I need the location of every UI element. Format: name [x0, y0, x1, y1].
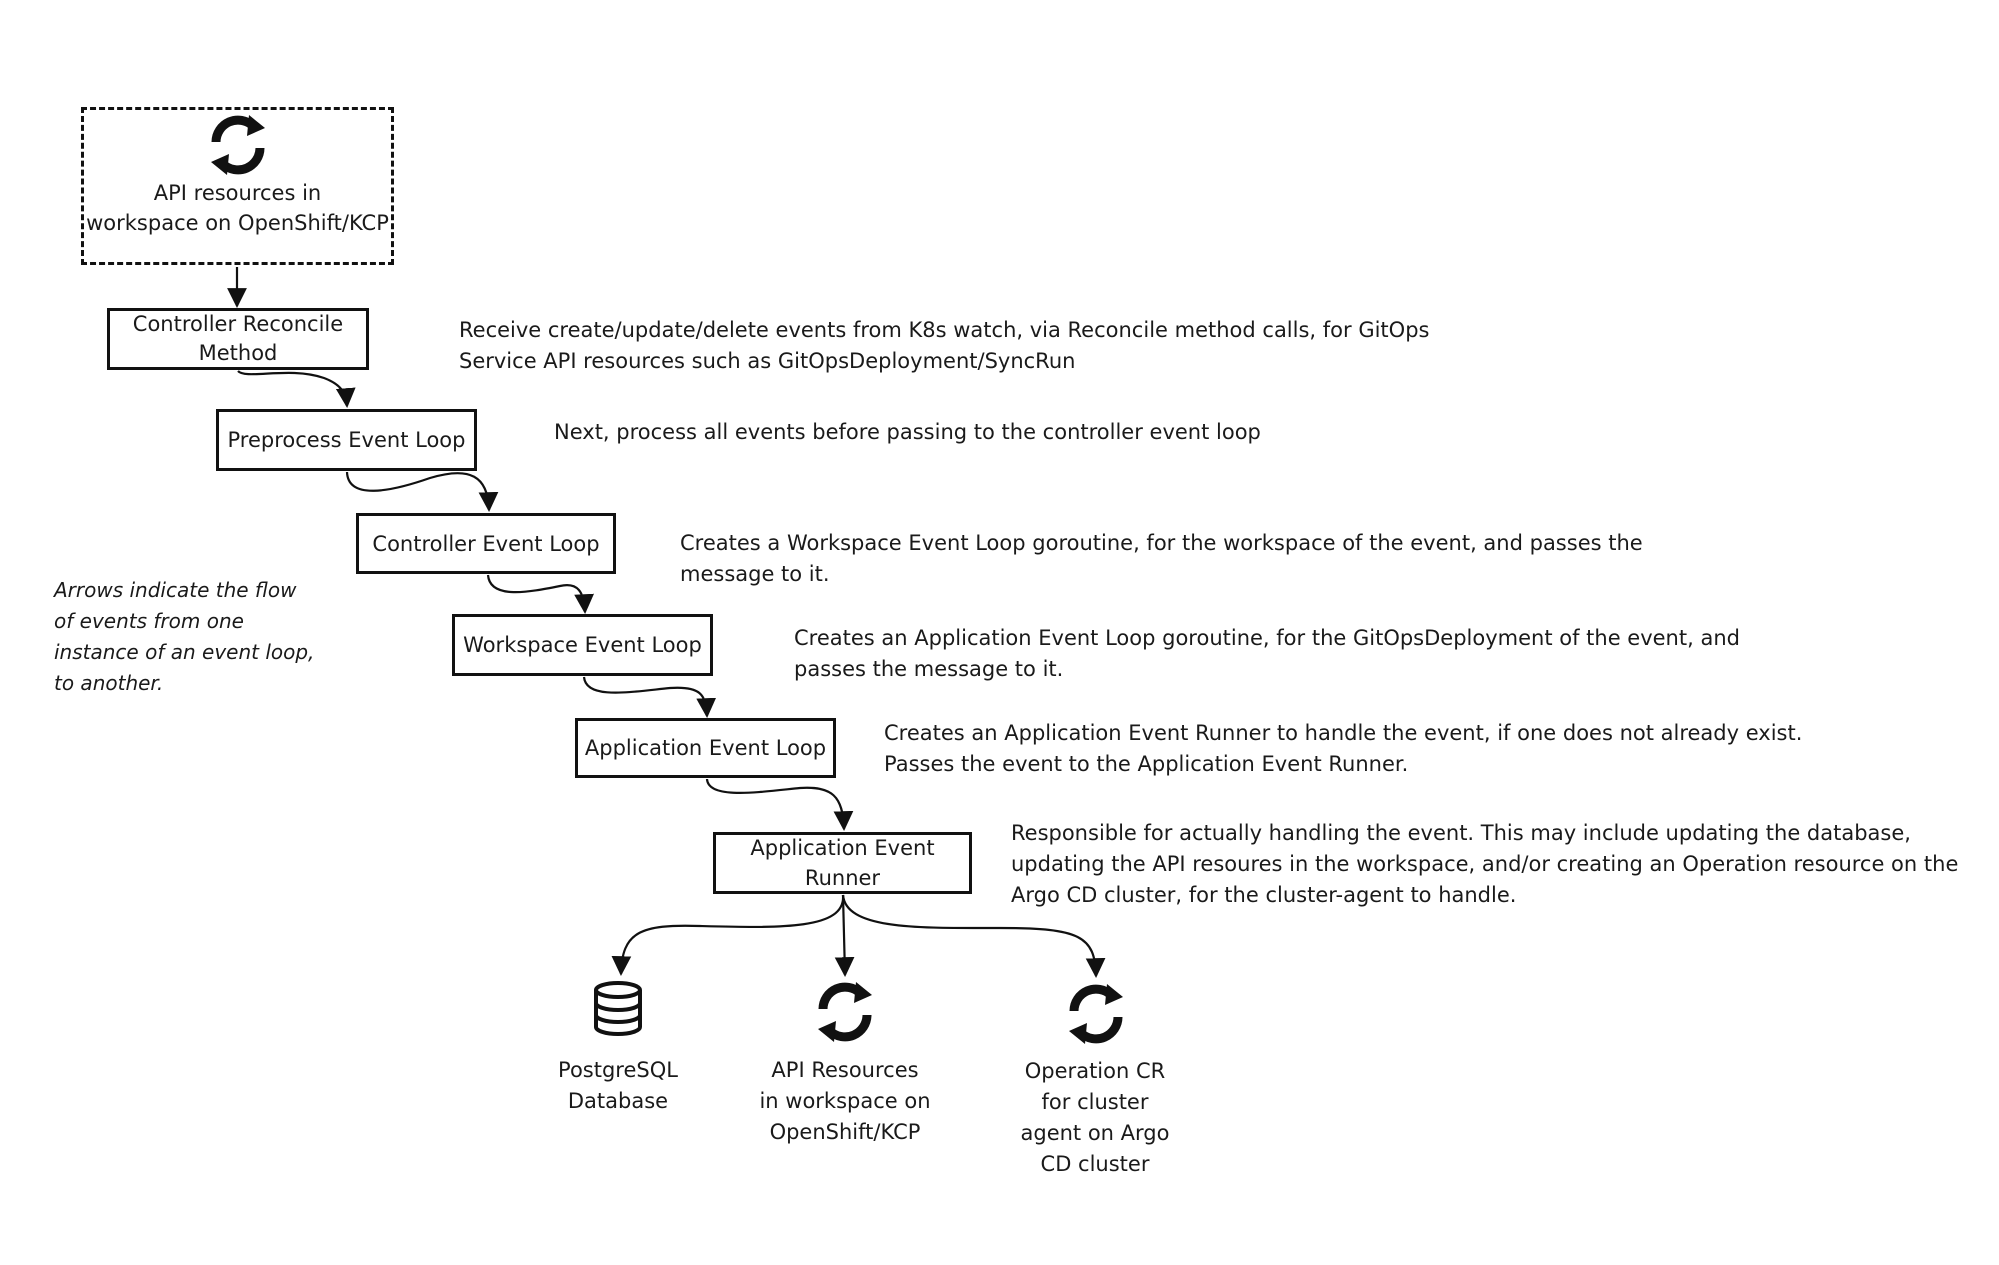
arrow-controller-to-workspace: [486, 574, 594, 614]
output-label-database: PostgreSQL Database: [558, 1058, 678, 1113]
arrow-runner-to-api-resources: [834, 894, 855, 977]
application-event-loop-label: Application Event Loop: [584, 736, 827, 760]
arrow-runner-to-operation-cr: [841, 894, 1106, 978]
desc-controller-reconcile: Receive create/update/delete events from…: [459, 318, 1430, 373]
sync-icon: [818, 982, 872, 1042]
desc-preprocess: Next, process all events before passing …: [554, 420, 1261, 444]
application-event-loop-node: Application Event Loop: [575, 718, 836, 778]
arrow-apploop-to-runner: [705, 778, 854, 831]
preprocess-label: Preprocess Event Loop: [227, 428, 466, 452]
workspace-event-loop-node: Workspace Event Loop: [452, 614, 713, 676]
controller-event-loop-label: Controller Event Loop: [372, 531, 600, 556]
controller-reconcile-method-node: Controller Reconcile Method: [107, 308, 369, 370]
source-label: API resources in workspace on OpenShift/…: [86, 181, 389, 235]
preprocess-event-loop-node: Preprocess Event Loop: [216, 409, 477, 471]
arrow-workspace-to-appl-loop: [582, 676, 717, 718]
legend-note: Arrows indicate the flow of events from …: [54, 578, 315, 695]
arrow-reconcile-to-preprocess: [237, 370, 356, 408]
output-label-operation-cr: Operation CR for cluster agent on Argo C…: [1020, 1059, 1170, 1176]
application-event-runner-node: Application Event Runner: [713, 832, 972, 894]
arrow-runner-to-database: [611, 894, 845, 976]
controller-event-loop-node: Controller Event Loop: [356, 513, 616, 574]
sync-icon: [210, 115, 265, 175]
desc-controller-event-loop: Creates a Workspace Event Loop goroutine…: [680, 531, 1643, 586]
workspace-event-loop-label: Workspace Event Loop: [463, 633, 702, 657]
application-event-runner-label: Application Event Runner: [750, 836, 935, 890]
sync-icon: [1069, 984, 1123, 1044]
source-box: API resources in workspace on OpenShift/…: [81, 107, 394, 265]
arrow-preprocess-to-controller: [345, 471, 499, 512]
database-icon: [594, 981, 642, 1036]
output-label-api-resources: API Resources in workspace on OpenShift/…: [759, 1058, 931, 1144]
desc-application-event-runner: Responsible for actually handling the ev…: [1011, 821, 1959, 907]
desc-workspace-event-loop: Creates an Application Event Loop gorout…: [794, 626, 1740, 681]
desc-application-event-loop: Creates an Application Event Runner to h…: [884, 721, 1803, 776]
controller-reconcile-label: Controller Reconcile Method: [132, 312, 344, 365]
